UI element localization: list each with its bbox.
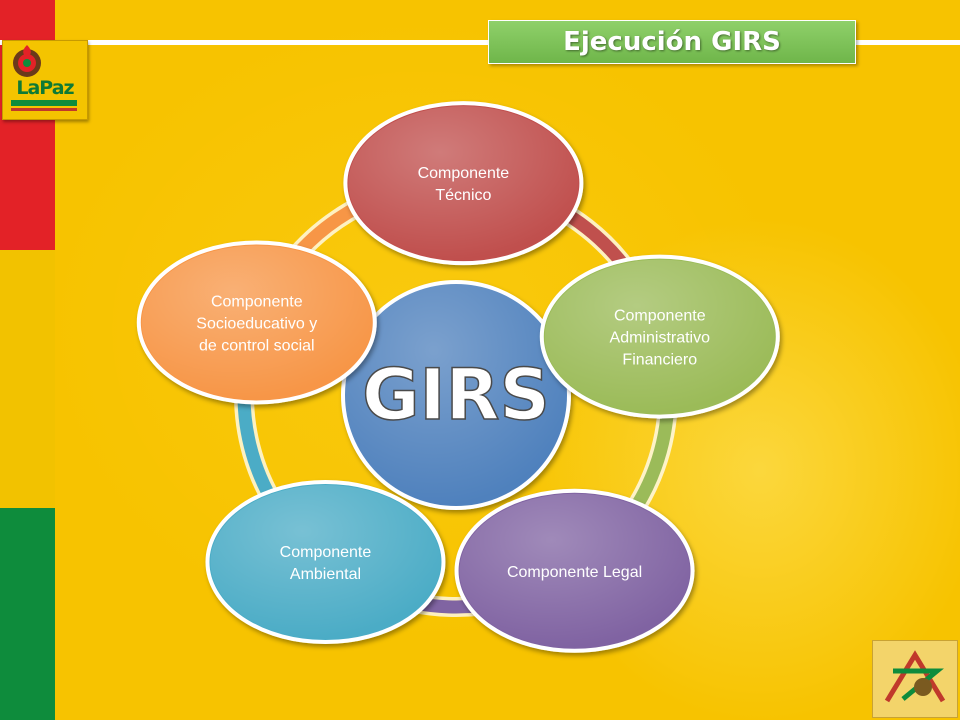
- flame-emblem-icon: [13, 45, 41, 77]
- node-label-line: Financiero: [622, 352, 697, 369]
- center-node: GIRS: [341, 280, 571, 510]
- node-label-line: Componente Legal: [507, 564, 642, 581]
- center-circle-shine: [345, 284, 567, 506]
- node-shine: [141, 245, 372, 400]
- slide-title: Ejecución GIRS: [563, 27, 781, 57]
- node-label-line: Técnico: [435, 187, 491, 204]
- header-line: [0, 40, 960, 45]
- node-label-line: Componente: [211, 293, 303, 310]
- la-paz-logo: LaPaz: [2, 40, 88, 120]
- node-shine: [544, 259, 775, 414]
- node-shine: [210, 485, 441, 640]
- node-shine: [348, 106, 579, 261]
- center-label: GIRS: [362, 354, 550, 436]
- node-label-line: de control social: [199, 337, 315, 354]
- node-shine: [459, 493, 690, 648]
- node-label-line: Componente: [614, 308, 706, 325]
- component-nodes: ComponenteTécnicoComponenteAdministrativ…: [136, 101, 780, 653]
- logo-text: LaPaz: [16, 77, 74, 99]
- logo-tagline-bar: [11, 100, 77, 106]
- node-label-line: Ambiental: [290, 566, 361, 583]
- corner-emblem-icon: [872, 640, 958, 718]
- title-box: Ejecución GIRS: [488, 20, 856, 64]
- node-label-line: Administrativo: [610, 330, 711, 347]
- node-label-line: Componente: [418, 165, 510, 182]
- flag-stripe-yellow: [0, 250, 55, 508]
- flag-stripe-green: [0, 508, 55, 720]
- node-legal: Componente Legal: [454, 488, 695, 653]
- node-label-line: Socioeducativo y: [196, 315, 317, 332]
- node-label-line: Componente: [280, 544, 372, 561]
- logo-tagline-bar-red: [11, 108, 77, 111]
